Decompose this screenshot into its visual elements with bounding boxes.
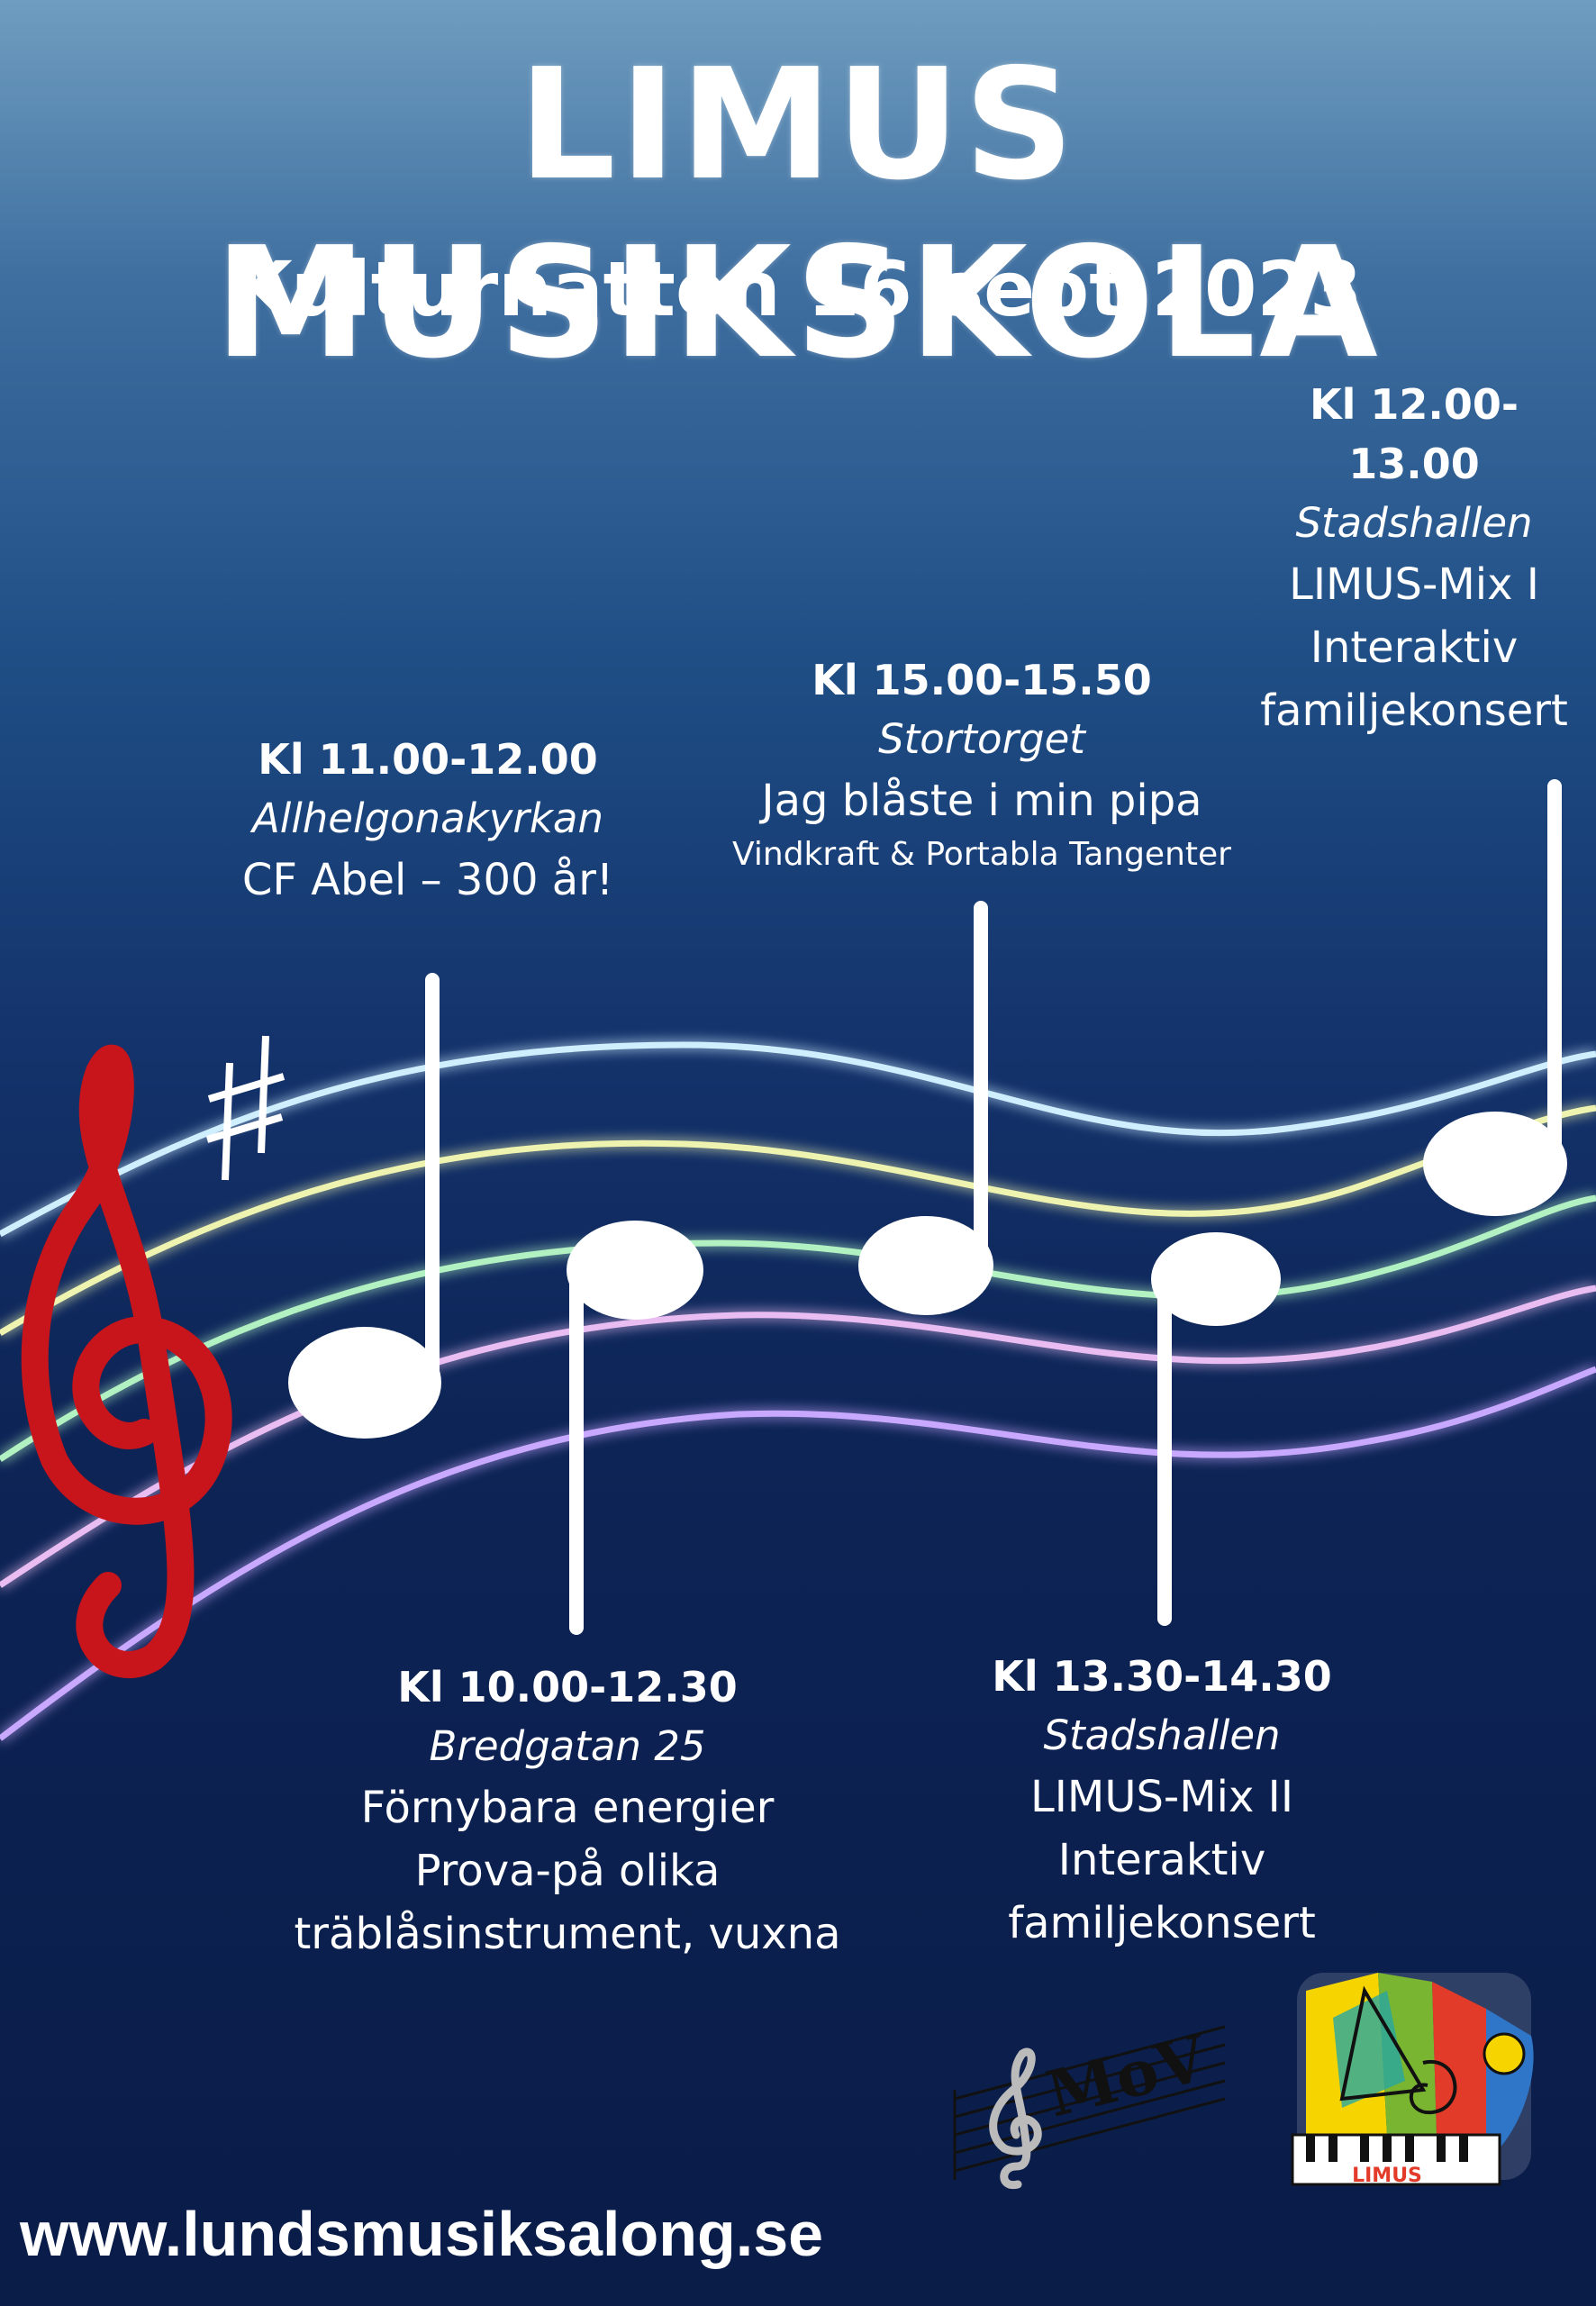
event-place: Allhelgonakyrkan [251,794,604,842]
note-3-icon [858,901,993,1315]
note-5-icon [1423,779,1567,1216]
staff-line-3 [0,1194,1596,1462]
event-place: Stadshallen [1043,1711,1281,1759]
note-4-icon [1151,1232,1281,1626]
sharp-icon [205,1035,286,1181]
limus-logo-text: LIMUS [1352,2165,1422,2187]
page-title: LIMUS MUSIKSKOLA [214,36,1382,393]
mov-logo-text: MoV [1039,2020,1215,2131]
event-time: Kl 11.00-12.00 [258,735,598,784]
event-place: Bredgatan 25 [429,1722,706,1770]
event-description: Jag blåste i min pipa [761,776,1202,826]
event-time: Kl 10.00-12.30 [397,1663,738,1711]
event-place: Stadshallen [1295,499,1533,547]
event-description: LIMUS-Mix II Interaktiv familjekonsert [1008,1772,1316,1948]
website-url[interactable]: www.lundsmusiksalong.se [20,2199,824,2269]
event-place: Stortorget [878,715,1085,763]
event-description: CF Abel – 300 år! [241,855,614,905]
note-1-icon [288,973,441,1439]
limus-logo: LIMUS [1291,1973,1534,2187]
event-card-allhelgonakyrkan: Kl 11.00-12.00 Allhelgonakyrkan CF Abel … [207,730,648,912]
treble-clef-icon [21,1044,232,1678]
staff-line-5 [0,1366,1596,1741]
staff-line-1 [0,1041,1596,1238]
music-notes [288,779,1567,1635]
event-subtitle: Kulturnatten 16 sept 2023 [233,245,1363,333]
event-time: Kl 12.00-13.00 [1309,380,1519,488]
note-2-icon [567,1221,703,1635]
event-card-limus-mix-1: Kl 12.00-13.00 Stadshallen LIMUS-Mix I I… [1252,375,1576,742]
event-description: Förnybara energier Prova-på olika träblå… [294,1783,841,1959]
event-subdescription: Vindkraft & Portabla Tangenter [732,836,1231,873]
staff-lines [0,1041,1596,1741]
staff-line-4 [0,1285,1596,1588]
event-description: LIMUS-Mix I Interaktiv familjekonsert [1260,559,1568,736]
staff-line-2 [0,1104,1596,1337]
event-card-limus-mix-2: Kl 13.30-14.30 Stadshallen LIMUS-Mix II … [982,1647,1342,1955]
event-card-stortorget: Kl 15.00-15.50 Stortorget Jag blåste i m… [721,650,1243,877]
event-time: Kl 13.30-14.30 [992,1652,1332,1701]
event-time: Kl 15.00-15.50 [812,656,1152,704]
mov-logo: MoV [953,2020,1226,2190]
event-card-bredgatan: Kl 10.00-12.30 Bredgatan 25 Förnybara en… [288,1657,847,1966]
